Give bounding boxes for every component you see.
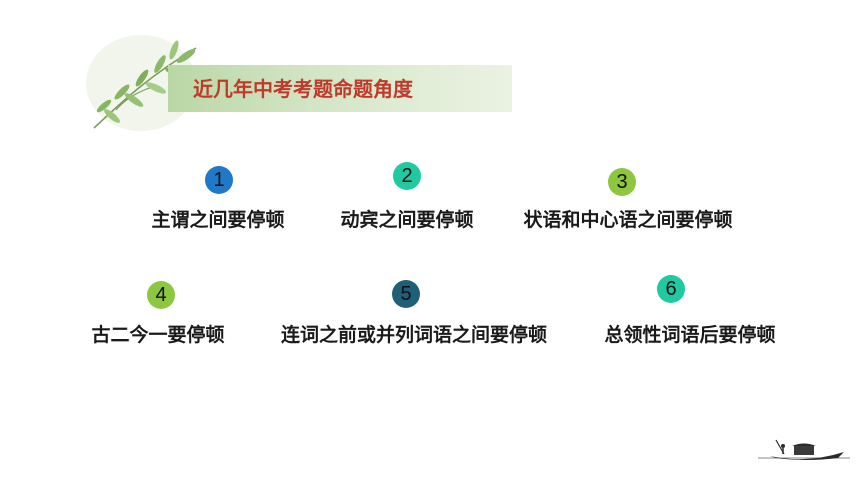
title-banner xyxy=(168,65,512,112)
number-badge-5: 5 xyxy=(392,280,420,308)
number-badge-6: 6 xyxy=(657,275,685,303)
item-label-2: 动宾之间要停顿 xyxy=(340,209,474,231)
number-badge-3: 3 xyxy=(608,168,636,196)
page-title: 近几年中考考题命题角度 xyxy=(193,77,413,101)
item-label-1: 主谓之间要停顿 xyxy=(151,209,285,231)
number-badge-4: 4 xyxy=(147,281,175,309)
number-badge-2: 2 xyxy=(393,162,421,190)
item-label-4: 古二今一要停顿 xyxy=(91,324,225,346)
item-label-5: 连词之前或并列词语之间要停顿 xyxy=(280,324,548,346)
leaf-branch-icon xyxy=(86,35,197,131)
item-label-3: 状语和中心语之间要停顿 xyxy=(523,209,733,231)
item-label-6: 总领性词语后要停顿 xyxy=(604,324,776,346)
number-badge-1: 1 xyxy=(205,166,233,194)
boat-icon xyxy=(758,439,850,460)
